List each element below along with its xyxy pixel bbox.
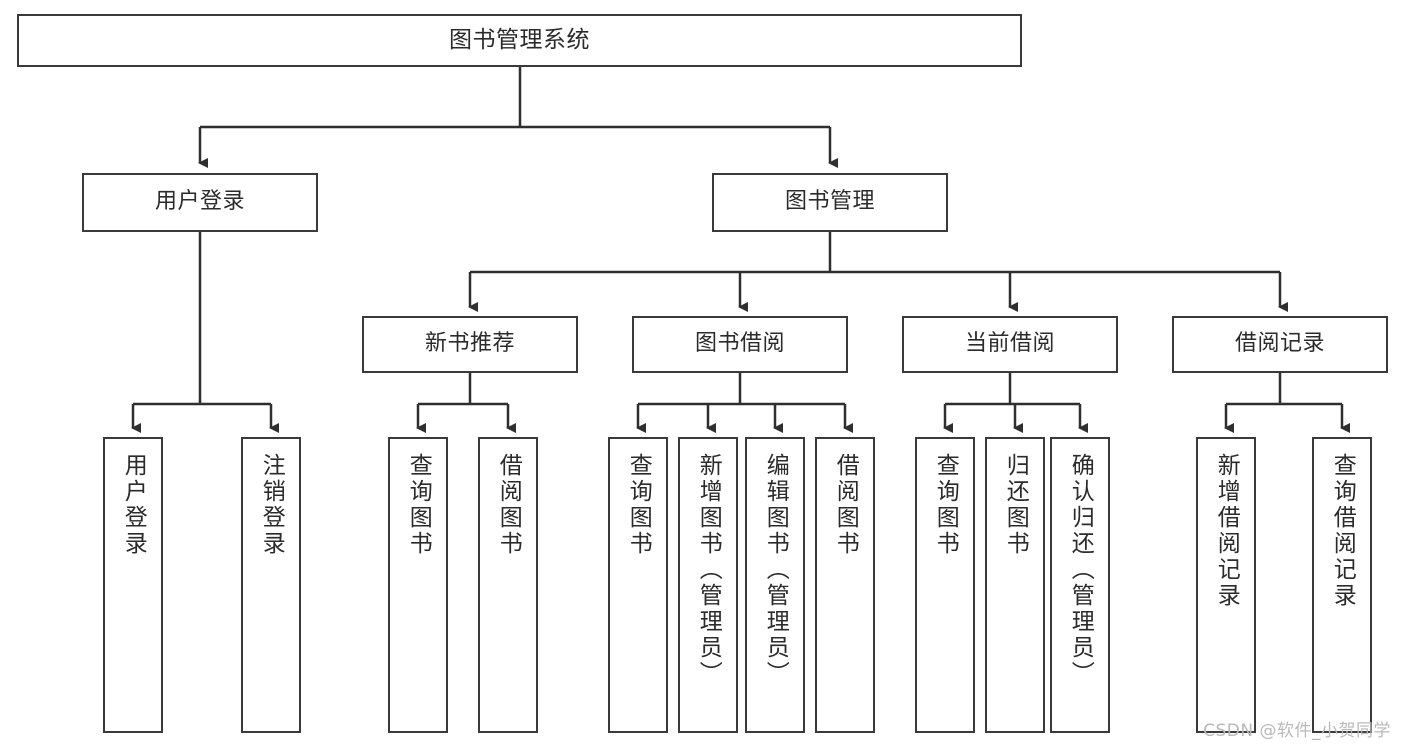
leaf-query-book-new[interactable]: 查询图书 bbox=[388, 437, 448, 733]
node-book-management-label: 图书管理 bbox=[784, 189, 875, 215]
node-new-book-recommend[interactable]: 新书推荐 bbox=[362, 316, 578, 373]
leaf-user-login-label: 用户登录 bbox=[120, 453, 147, 557]
leaf-query-book-current[interactable]: 查询图书 bbox=[915, 437, 975, 733]
leaf-borrow-book-new-label: 借阅图书 bbox=[495, 453, 522, 557]
leaf-confirm-return-admin-label: 确认归还（管理员） bbox=[1067, 453, 1094, 687]
leaf-user-login[interactable]: 用户登录 bbox=[103, 437, 163, 733]
node-root-label: 图书管理系统 bbox=[449, 26, 590, 53]
node-current-borrow[interactable]: 当前借阅 bbox=[902, 316, 1118, 373]
node-root[interactable]: 图书管理系统 bbox=[17, 14, 1022, 67]
leaf-edit-book-admin-label: 编辑图书（管理员） bbox=[762, 453, 789, 687]
node-book-management[interactable]: 图书管理 bbox=[712, 173, 948, 232]
leaf-query-book-new-label: 查询图书 bbox=[405, 453, 432, 557]
leaf-confirm-return-admin[interactable]: 确认归还（管理员） bbox=[1050, 437, 1110, 733]
leaf-add-borrow-record-label: 新增借阅记录 bbox=[1213, 453, 1240, 609]
node-new-book-recommend-label: 新书推荐 bbox=[424, 331, 515, 357]
node-borrow-record[interactable]: 借阅记录 bbox=[1172, 316, 1388, 373]
node-user-login-label: 用户登录 bbox=[154, 189, 245, 215]
leaf-query-book-borrow[interactable]: 查询图书 bbox=[608, 437, 668, 733]
leaf-logout-label: 注销登录 bbox=[258, 453, 285, 557]
leaf-borrow-book-new[interactable]: 借阅图书 bbox=[478, 437, 538, 733]
node-borrow-record-label: 借阅记录 bbox=[1234, 331, 1325, 357]
node-book-borrow[interactable]: 图书借阅 bbox=[632, 316, 848, 373]
leaf-query-borrow-record-label: 查询借阅记录 bbox=[1329, 453, 1356, 609]
node-user-login[interactable]: 用户登录 bbox=[82, 173, 318, 232]
leaf-return-book[interactable]: 归还图书 bbox=[985, 437, 1045, 733]
leaf-query-borrow-record[interactable]: 查询借阅记录 bbox=[1312, 437, 1372, 733]
leaf-query-book-borrow-label: 查询图书 bbox=[625, 453, 652, 557]
leaf-borrow-book-label: 借阅图书 bbox=[832, 453, 859, 557]
leaf-add-borrow-record[interactable]: 新增借阅记录 bbox=[1196, 437, 1256, 733]
node-current-borrow-label: 当前借阅 bbox=[964, 331, 1055, 357]
leaf-add-book-admin-label: 新增图书（管理员） bbox=[695, 453, 722, 687]
node-book-borrow-label: 图书借阅 bbox=[694, 331, 785, 357]
leaf-borrow-book[interactable]: 借阅图书 bbox=[815, 437, 875, 733]
leaf-return-book-label: 归还图书 bbox=[1002, 453, 1029, 557]
leaf-logout[interactable]: 注销登录 bbox=[241, 437, 301, 733]
leaf-query-book-current-label: 查询图书 bbox=[932, 453, 959, 557]
watermark: CSDN @软件_小贺同学 bbox=[1203, 721, 1391, 741]
leaf-add-book-admin[interactable]: 新增图书（管理员） bbox=[678, 437, 738, 733]
leaf-edit-book-admin[interactable]: 编辑图书（管理员） bbox=[745, 437, 805, 733]
